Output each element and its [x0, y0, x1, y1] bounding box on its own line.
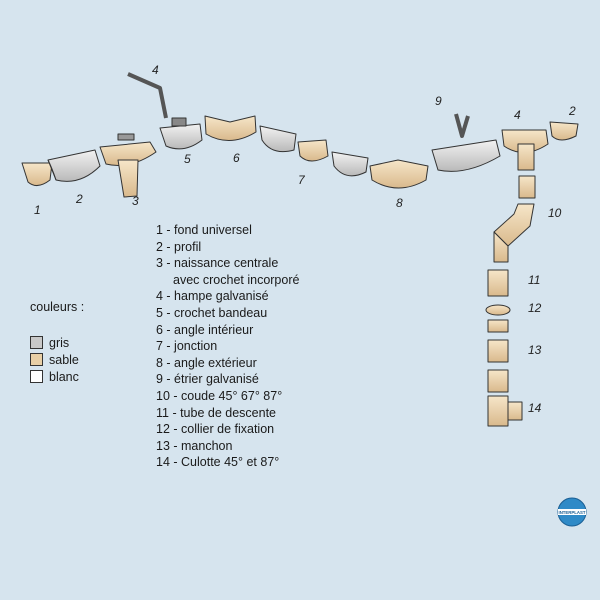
part-number: 3 — [132, 194, 139, 208]
part-number: 2 — [76, 192, 83, 206]
color-item: sable — [30, 351, 84, 368]
part-angle-interieur — [204, 115, 257, 141]
part-profil-left — [47, 149, 101, 182]
part-angle-exterieur — [369, 159, 429, 189]
color-swatch — [30, 336, 43, 349]
color-legend-title: couleurs : — [30, 300, 85, 314]
legend-item: 10 - coude 45° 67° 87° — [156, 388, 283, 403]
parts-legend: 1 - fond universel 2 - profil 3 - naissa… — [156, 222, 299, 471]
color-label: sable — [49, 352, 79, 367]
part-number: 7 — [298, 173, 305, 187]
legend-item: 4 - hampe galvanisé — [156, 289, 269, 304]
color-swatch — [30, 353, 43, 366]
legend-item: 7 - jonction — [156, 339, 218, 354]
part-hampe-left — [127, 72, 168, 119]
part-number: 1 — [34, 203, 41, 217]
legend-item: 2 - profil — [156, 239, 202, 254]
color-item: gris — [30, 334, 84, 351]
color-item: blanc — [30, 368, 84, 385]
color-legend: couleurs : gris sable blanc — [30, 300, 84, 385]
part-etrier — [454, 113, 470, 138]
part-number: 13 — [528, 343, 542, 357]
part-downpipe — [485, 175, 536, 427]
color-label: blanc — [49, 369, 79, 384]
part-number: 6 — [233, 151, 240, 165]
legend-item: avec crochet incorporé — [173, 272, 300, 287]
part-number: 14 — [528, 401, 542, 415]
svg-text:INTERPLAST: INTERPLAST — [559, 510, 586, 515]
part-crochet-bandeau — [159, 117, 203, 150]
color-label: gris — [49, 335, 70, 350]
part-naissance-centrale — [99, 133, 157, 198]
part-number: 12 — [528, 301, 542, 315]
part-jonction — [297, 139, 329, 162]
part-profil-right — [431, 139, 501, 172]
part-number: 11 — [528, 273, 541, 287]
part-number: 10 — [548, 206, 562, 220]
legend-item: 14 - Culotte 45° et 87° — [156, 455, 280, 470]
part-number: 5 — [184, 152, 191, 166]
legend-item: 6 - angle intérieur — [156, 322, 254, 337]
part-profil-mid2 — [331, 151, 369, 177]
part-fond-right — [549, 121, 579, 141]
part-number: 4 — [514, 108, 521, 122]
part-number: 4 — [152, 63, 159, 77]
part-number: 9 — [435, 94, 442, 108]
part-naissance-right — [501, 129, 549, 171]
legend-item: 1 - fond universel — [156, 223, 252, 237]
legend-item: 5 - crochet bandeau — [156, 305, 268, 320]
interplast-logo: INTERPLAST — [557, 497, 587, 527]
legend-item: 13 - manchon — [156, 438, 233, 453]
color-swatch — [30, 370, 43, 383]
legend-item: 3 - naissance centrale — [156, 256, 279, 271]
part-fond-universel-left — [21, 162, 53, 186]
part-number: 8 — [396, 196, 403, 210]
legend-item: 8 - angle extérieur — [156, 355, 257, 370]
legend-item: 12 - collier de fixation — [156, 422, 275, 437]
legend-item: 9 - étrier galvanisé — [156, 372, 259, 387]
part-number: 2 — [569, 104, 576, 118]
part-profil-mid — [259, 125, 297, 153]
legend-item: 11 - tube de descente — [156, 405, 276, 420]
